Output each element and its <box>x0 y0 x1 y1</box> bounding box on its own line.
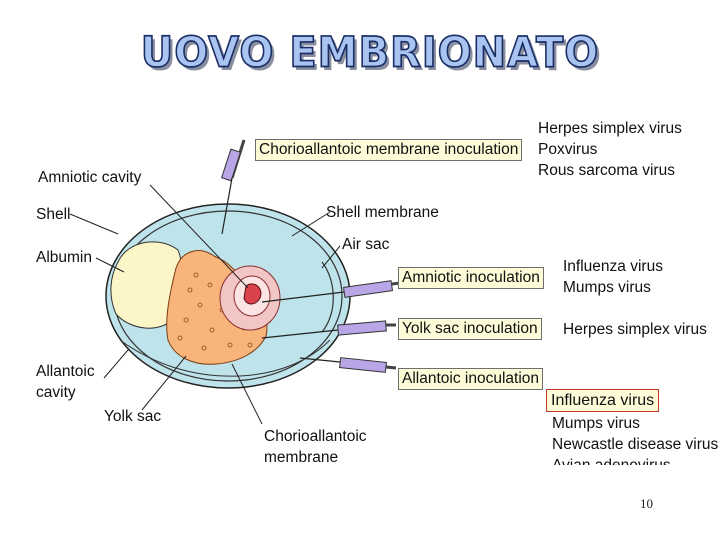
leader-allantoic-cavity <box>103 349 129 379</box>
leader-albumin <box>95 257 125 273</box>
allantoic-virus-list: Influenza virus Mumps virus Newcastle di… <box>546 389 718 465</box>
label-allantoic-cavity-line1: Allantoic <box>36 363 95 380</box>
virus-item: Newcastle disease virus <box>552 436 719 453</box>
yolk-sac-region <box>166 250 268 365</box>
syringe-chorioallantoic <box>220 139 246 235</box>
virus-item: Rous sarcoma virus <box>538 162 675 179</box>
leader-air-sac <box>321 245 341 269</box>
leader-chorioallantoic-membrane <box>231 363 263 425</box>
virus-item: Mumps virus <box>563 279 651 296</box>
label-amniotic-cavity: Amniotic cavity <box>38 169 142 186</box>
label-allantoic-cavity-line2: cavity <box>36 384 76 401</box>
highlighted-virus: Influenza virus <box>546 389 660 412</box>
virus-item-highlighted: Influenza virus <box>546 389 718 413</box>
virus-item: Mumps virus <box>552 415 640 432</box>
embryo <box>243 283 262 305</box>
amniotic-inoculation-box: Amniotic inoculation <box>398 267 544 289</box>
label-chorioallantoic-membrane-line2: membrane <box>264 449 339 466</box>
virus-item: Herpes simplex virus <box>563 321 707 338</box>
label-shell: Shell <box>36 206 71 223</box>
leader-amniotic-cavity <box>149 184 249 289</box>
yolk-sac-inoculation-box: Yolk sac inoculation <box>398 318 542 340</box>
syringe-allantoic <box>299 357 397 373</box>
virus-item: Herpes simplex virus <box>538 120 682 137</box>
air-sac-membrane <box>321 261 334 333</box>
leader-yolk-sac <box>141 355 187 411</box>
leader-shell-membrane <box>291 211 331 237</box>
chorioallantoic-virus-list: Herpes simplex virus Poxvirus Rous sarco… <box>538 118 682 181</box>
virus-item: Avian adenovirus <box>546 455 718 465</box>
slide-title: UOVO EMBRIONATO <box>140 28 600 78</box>
syringe-yolk-sac <box>261 320 396 339</box>
chorioallantoic-inoculation-box: Chorioallantoic membrane inoculation <box>255 139 523 161</box>
yolk-sac-virus-list: Herpes simplex virus <box>563 319 707 340</box>
page-number: 10 <box>640 496 653 511</box>
virus-item: Influenza virus <box>563 258 663 275</box>
leader-lines <box>69 184 341 425</box>
allantoic-inoculation-box: Allantoic inoculation <box>398 368 544 390</box>
label-yolk-sac: Yolk sac <box>104 408 162 425</box>
label-shell-membrane: Shell membrane <box>326 204 439 221</box>
amniotic-virus-list: Influenza virus Mumps virus <box>563 256 663 298</box>
allantoic-floor <box>119 339 331 377</box>
leader-shell <box>69 213 119 235</box>
label-air-sac: Air sac <box>342 236 390 253</box>
virus-item: Poxvirus <box>538 141 598 158</box>
label-albumin: Albumin <box>36 249 92 266</box>
label-chorioallantoic-membrane-line1: Chorioallantoic <box>264 428 367 445</box>
